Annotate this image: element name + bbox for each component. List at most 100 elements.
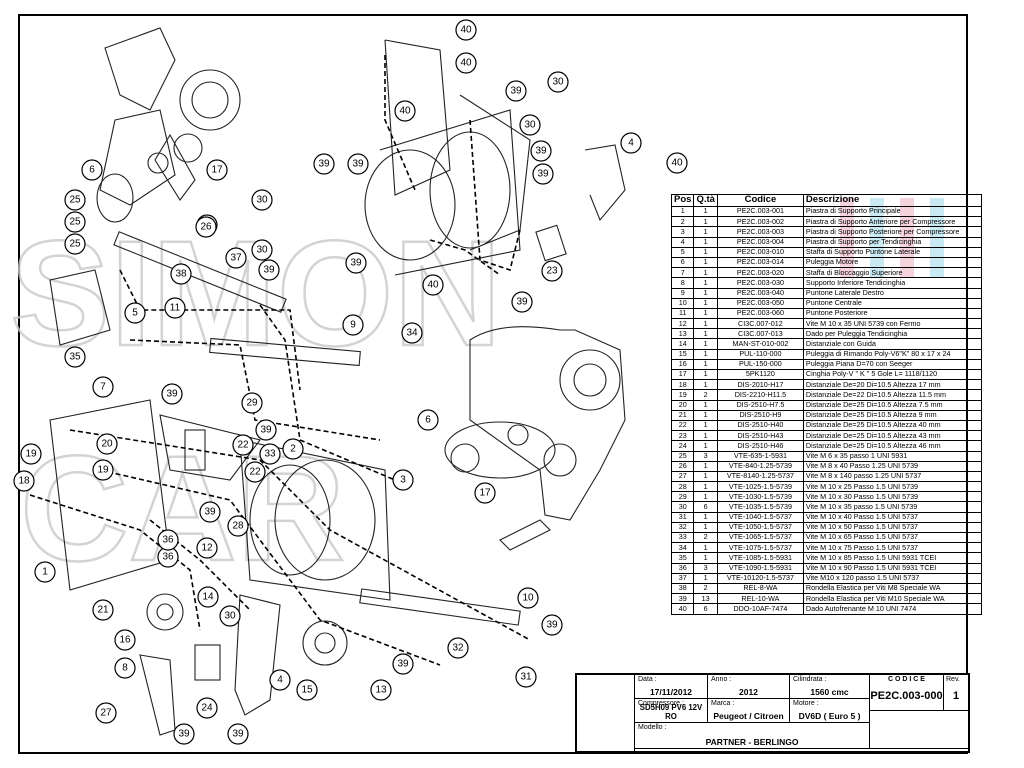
row-descrizione: Puntone Centrale <box>802 297 982 309</box>
row-codice: VTE-840-1.25-5739 <box>716 460 804 472</box>
part-balloon: 20 <box>96 433 118 455</box>
part-balloon-number: 30 <box>256 195 268 206</box>
row-codice: VTE-1085-1.5-5931 <box>716 552 804 564</box>
part-balloon: 10 <box>517 587 539 609</box>
row-pos: 1 <box>670 205 695 218</box>
part-balloon: 9 <box>342 314 364 336</box>
part-balloon: 7 <box>92 376 114 398</box>
part-balloon-number: 17 <box>479 488 491 499</box>
part-balloon-number: 40 <box>427 280 439 291</box>
part-balloon-number: 39 <box>204 507 216 518</box>
tb-rev-value: 1 <box>952 690 960 702</box>
part-balloon: 31 <box>515 666 537 688</box>
part-balloon-number: 35 <box>69 352 81 363</box>
row-qta: 1 <box>693 297 718 309</box>
part-balloon-number: 14 <box>202 592 214 603</box>
part-balloon-number: 39 <box>352 159 364 170</box>
row-codice: PE2C.003-001 <box>716 205 804 218</box>
part-balloon: 39 <box>345 252 367 274</box>
tb-anno-label: Anno : <box>711 676 732 683</box>
row-codice: REL-10-WA <box>716 593 804 605</box>
row-descrizione: Staffa di Supporto Puntone Laterale <box>802 246 982 258</box>
part-balloon: 25 <box>64 211 86 233</box>
row-codice: PE2C.003-020 <box>716 267 804 279</box>
part-balloon-number: 21 <box>97 605 109 616</box>
compressor-upper <box>364 39 626 276</box>
row-qta: 1 <box>693 348 718 360</box>
row-pos: 31 <box>670 511 695 523</box>
row-qta: 1 <box>693 328 718 340</box>
part-balloon-number: 40 <box>460 25 472 36</box>
part-balloon-number: 13 <box>375 685 387 696</box>
part-balloon: 39 <box>199 501 221 523</box>
row-qta: 6 <box>693 501 718 513</box>
row-codice: VTE-1035-1.5-5739 <box>716 501 804 513</box>
part-balloon: 30 <box>519 114 541 136</box>
row-codice: PUL-150-000 <box>716 358 804 371</box>
part-balloon-number: 6 <box>425 415 431 426</box>
row-pos: 37 <box>670 572 695 584</box>
row-descrizione: Vite M 10 x 40 Passo 1.5 UNI 5737 <box>802 511 982 523</box>
row-qta: 1 <box>693 491 718 503</box>
part-balloon: 22 <box>244 461 266 483</box>
tb-cilindrata: Cilindrata : 1560 cmc <box>790 675 870 699</box>
part-balloon-number: 28 <box>232 521 244 532</box>
header-descrizione: Descrizione <box>802 194 982 207</box>
tb-data: Data : 17/11/2012 <box>635 675 708 699</box>
row-qta: 1 <box>693 440 718 452</box>
part-balloon: 39 <box>227 723 249 745</box>
part-balloon-number: 39 <box>546 620 558 631</box>
part-balloon: 29 <box>241 392 263 414</box>
tb-motore-label: Motore : <box>793 700 819 707</box>
part-balloon: 39 <box>347 153 369 175</box>
part-balloon-number: 40 <box>399 106 411 117</box>
part-balloon: 39 <box>511 291 533 313</box>
part-balloon-number: 4 <box>277 675 283 686</box>
part-balloon-number: 31 <box>520 672 532 683</box>
part-balloon-number: 37 <box>230 253 242 264</box>
row-qta: 1 <box>693 256 718 269</box>
part-balloon: 40 <box>666 152 688 174</box>
header-qta: Q.tà <box>693 194 718 207</box>
part-balloon: 40 <box>394 100 416 122</box>
part-balloon-number: 30 <box>256 245 268 256</box>
tb-modello: Modello : PARTNER - BERLINGO <box>635 723 870 749</box>
tb-compressore-value: SD5H09 PV6 12V RO <box>639 703 703 721</box>
row-pos: 25 <box>670 450 695 462</box>
part-balloon-number: 17 <box>211 165 223 176</box>
part-balloon: 32 <box>447 637 469 659</box>
row-qta: 1 <box>693 226 718 238</box>
part-balloon-number: 30 <box>524 120 536 131</box>
row-qta: 1 <box>693 460 718 472</box>
row-codice: DIS-2510-H46 <box>716 440 804 452</box>
part-balloon: 40 <box>422 274 444 296</box>
part-balloon: 39 <box>530 140 552 162</box>
row-codice: DIS-2510-H9 <box>716 409 804 421</box>
part-balloon: 4 <box>269 669 291 691</box>
row-codice: DIS-2510-H40 <box>716 419 804 432</box>
row-descrizione: Supporto Inferiore Tendicinghia <box>802 277 982 289</box>
row-qta: 3 <box>693 450 718 462</box>
part-balloons: 1234567891011121314151617181920212223242… <box>13 19 688 745</box>
row-qta: 1 <box>693 419 718 432</box>
row-qta: 1 <box>693 481 718 493</box>
row-codice: VTE-1075-1.5-5737 <box>716 542 804 554</box>
row-pos: 27 <box>670 470 695 483</box>
row-codice: DIS-2210-H11.5 <box>716 389 804 401</box>
part-balloon-number: 15 <box>301 685 313 696</box>
part-balloon: 12 <box>196 537 218 559</box>
part-balloon: 4 <box>620 132 642 154</box>
row-pos: 6 <box>670 256 695 269</box>
part-balloon: 35 <box>64 346 86 368</box>
